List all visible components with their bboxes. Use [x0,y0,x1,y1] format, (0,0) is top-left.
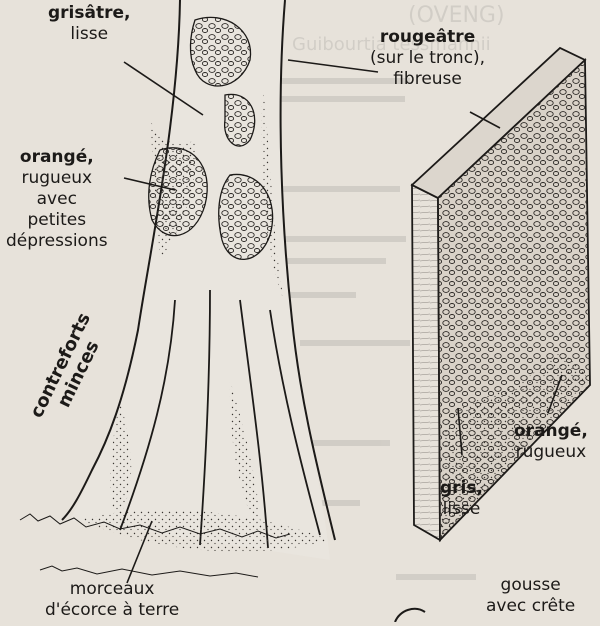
label-orange-right-text: rugueux [514,442,588,463]
label-orange-right: orangé, rugueux [514,421,588,463]
label-grisatre: grisâtre, lisse [48,3,130,45]
label-grisatre-text: lisse [48,24,130,45]
label-orange-left: orangé, rugueux avec petites dépressions [6,147,108,252]
label-morceaux-line2: d'écorce à terre [45,600,179,621]
label-orange-left-line3: avec [6,189,108,210]
label-rougeatre-line2: (sur le tronc), [370,48,485,69]
label-orange-left-line2: rugueux [6,168,108,189]
label-gousse: gousse avec crête [486,575,575,617]
label-gris-bold: gris, [440,478,483,499]
leader-rougeatre-trunk [288,60,378,72]
label-gousse-line1: gousse [486,575,575,596]
label-orange-right-bold: orangé, [514,421,588,442]
tree-trunk [20,0,335,577]
label-gousse-line2: avec crête [486,596,575,617]
label-rougeatre-bold: rougeâtre [370,27,485,48]
label-grisatre-bold: grisâtre, [48,3,130,24]
background-heading: (OVENG) [408,3,505,28]
label-morceaux-line1: morceaux [45,579,179,600]
label-rougeatre-line3: fibreuse [370,69,485,90]
pod-drawing [395,609,425,622]
label-rougeatre: rougeâtre (sur le tronc), fibreuse [370,27,485,90]
label-gris-text: lisse [440,499,483,520]
label-orange-left-line5: dépressions [6,231,108,252]
label-morceaux: morceaux d'écorce à terre [45,579,179,621]
bark-sample [412,48,590,540]
label-orange-left-bold: orangé, [6,147,108,168]
label-gris: gris, lisse [440,478,483,520]
label-orange-left-line4: petites [6,210,108,231]
